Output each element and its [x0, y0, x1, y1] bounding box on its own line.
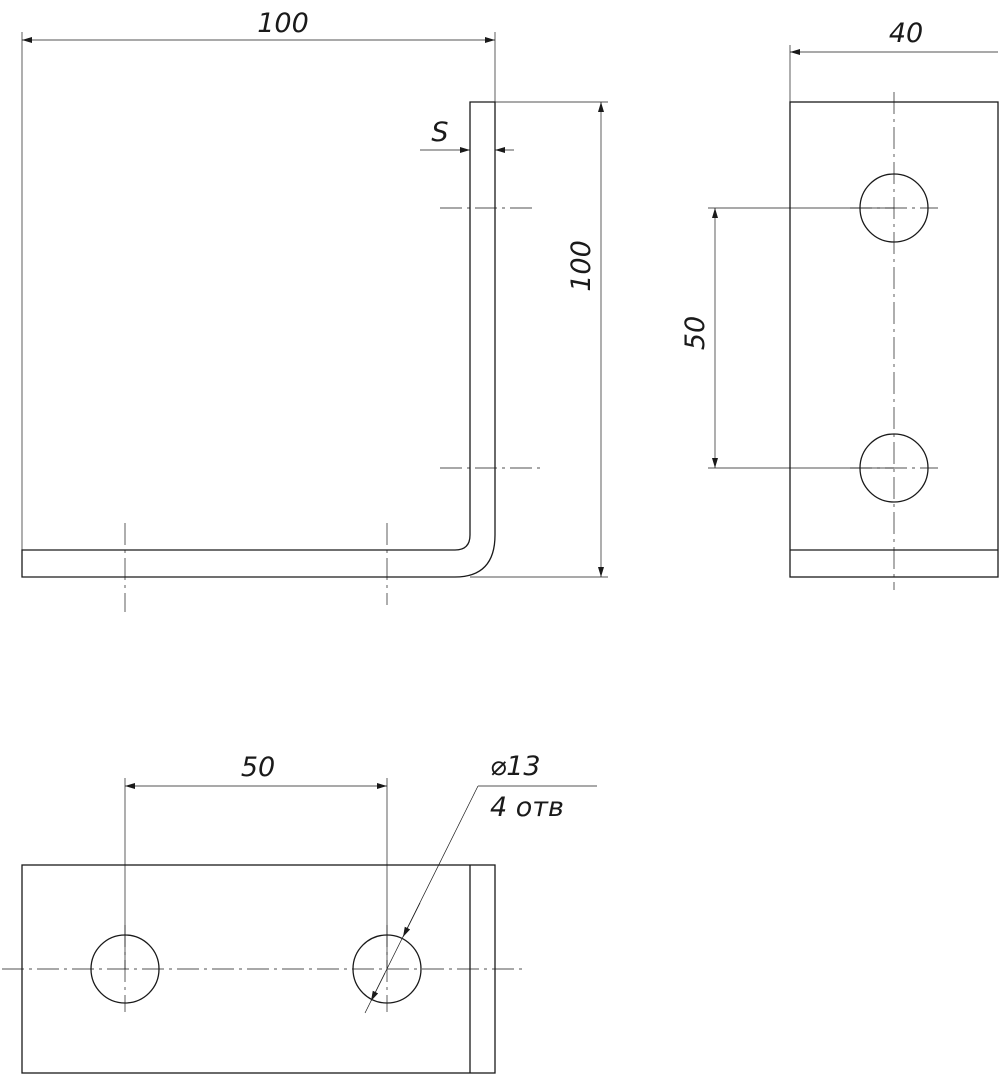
side-height-label: 100 [566, 240, 597, 292]
thickness-label: S [431, 117, 448, 148]
diameter-leader-arrow-in [402, 902, 421, 938]
side-width-label: 100 [257, 8, 309, 39]
l-profile-outline [21, 101, 496, 578]
hole-diameter-label: ⌀13 [490, 751, 541, 782]
top-view: 50 ⌀13 4 отв [2, 751, 597, 1074]
hole-count-label: 4 отв [490, 792, 564, 823]
end-hole-spacing-label: 50 [680, 316, 711, 350]
side-view: 100 100 S [21, 8, 608, 612]
top-hole-spacing-label: 50 [241, 752, 275, 783]
end-width-label: 40 [889, 18, 923, 49]
diameter-leader-arrow-out [370, 972, 386, 1002]
end-view: 40 50 [680, 18, 999, 590]
